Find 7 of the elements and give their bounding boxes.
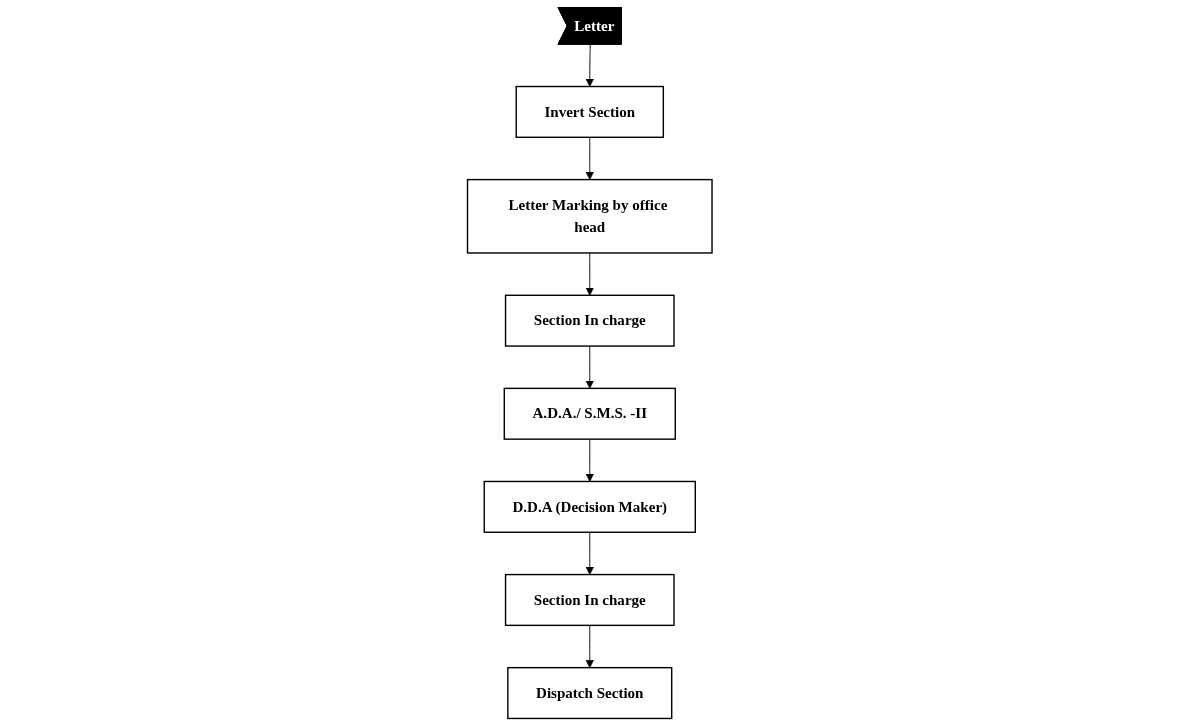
node-box: Section In charge xyxy=(505,573,675,627)
node-box: A.D.A./ S.M.S. -II xyxy=(503,387,677,440)
node-box: D.D.A (Decision Maker) xyxy=(483,480,697,533)
node-box: Dispatch Section xyxy=(507,666,673,720)
node-box: Section In charge xyxy=(505,294,675,347)
node-box: Letter Marking by office head xyxy=(467,178,713,254)
node-box: Invert Section xyxy=(515,85,665,138)
